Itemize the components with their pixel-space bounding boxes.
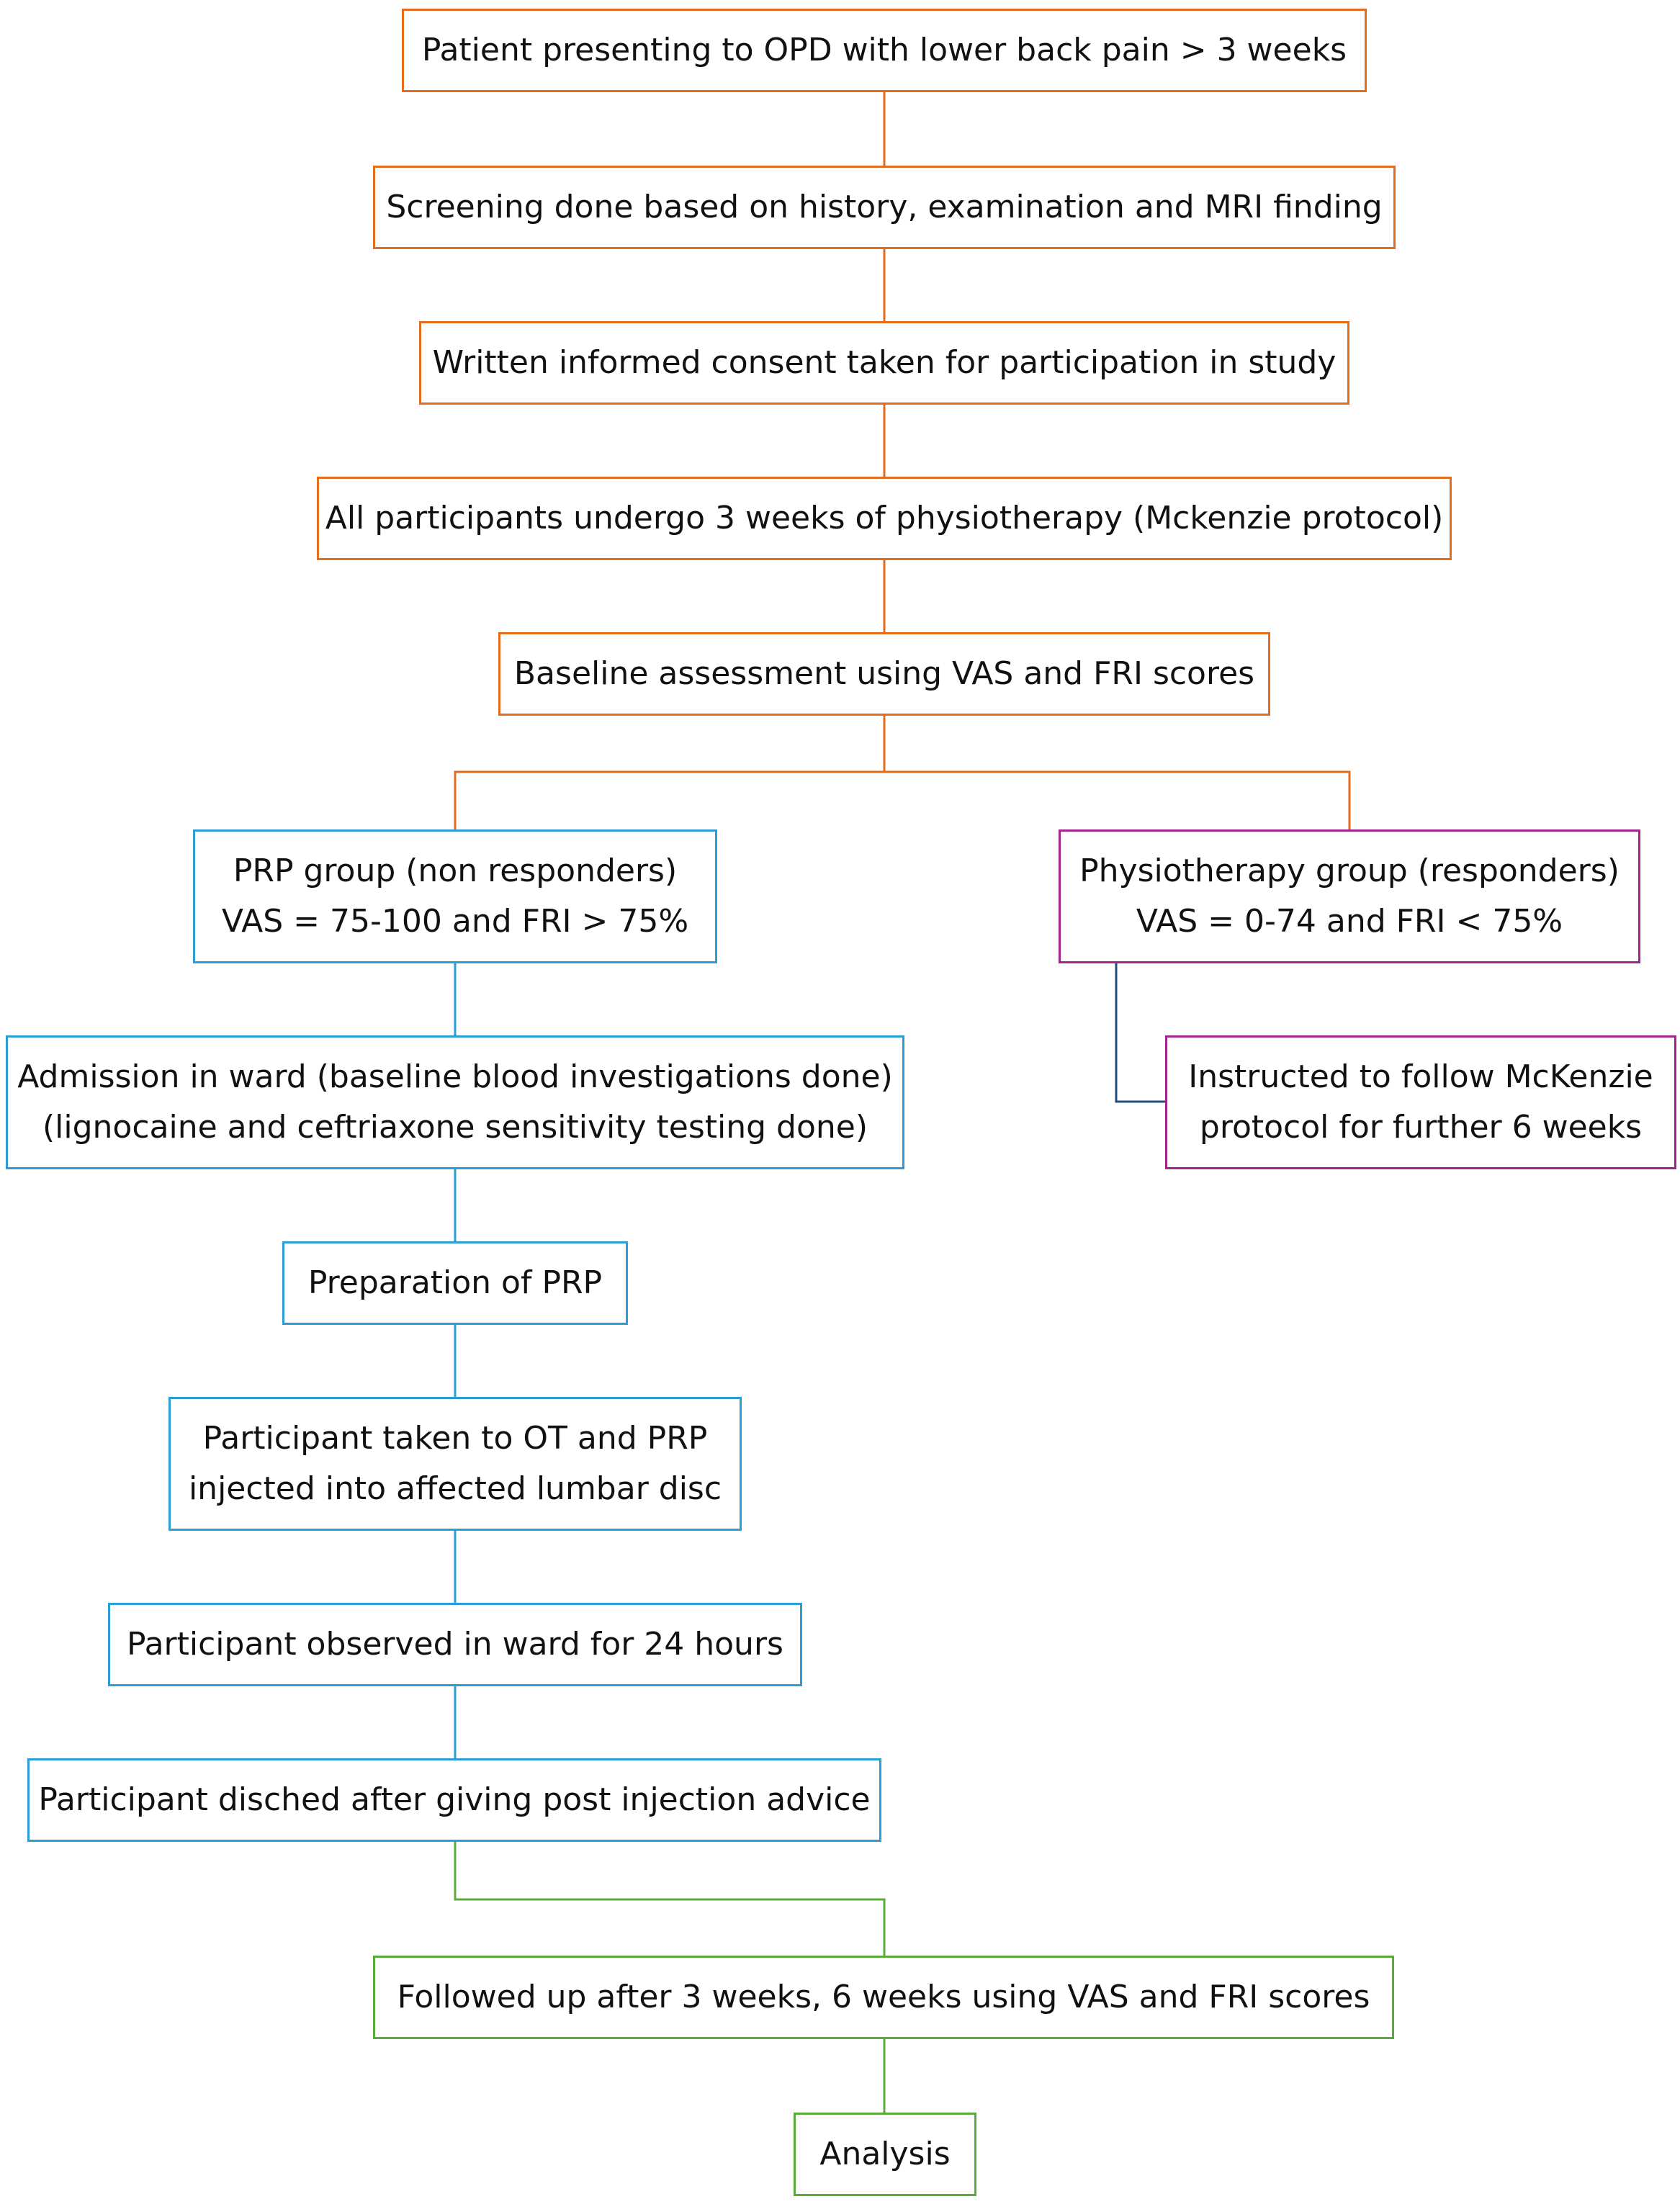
observation-text: Participant observed in ward for 24 hour… (127, 1626, 783, 1663)
physiotherapy-all-text: All participants undergo 3 weeks of phys… (325, 500, 1444, 536)
physiotherapy-all-box: All participants undergo 3 weeks of phys… (317, 477, 1452, 560)
analysis-box: Analysis (794, 2113, 976, 2196)
prp-injection-line2: injected into affected lumbar disc (188, 1470, 722, 1507)
mckenzie-instruction-line2: protocol for further 6 weeks (1199, 1109, 1643, 1146)
analysis-text: Analysis (819, 2136, 951, 2172)
mckenzie-instruction-box: Instructed to follow McKenzie protocol f… (1165, 1035, 1676, 1169)
consent-text: Written informed consent taken for parti… (432, 344, 1337, 381)
physio-group-criteria: VAS = 0-74 and FRI < 75% (1136, 903, 1563, 940)
prp-group-box: PRP group (non responders) VAS = 75-100 … (193, 829, 717, 963)
discharge-box: Participant disched after giving post in… (27, 1758, 881, 1842)
observation-box: Participant observed in ward for 24 hour… (108, 1603, 802, 1686)
follow-up-text: Followed up after 3 weeks, 6 weeks using… (397, 1979, 1370, 2015)
admission-box: Admission in ward (baseline blood invest… (6, 1035, 904, 1169)
physio-group-title: Physiotherapy group (responders) (1079, 853, 1620, 889)
connector-discharge-followup (454, 1842, 886, 1956)
consent-box: Written informed consent taken for parti… (419, 321, 1349, 405)
prp-group-criteria: VAS = 75-100 and FRI > 75% (221, 903, 689, 940)
baseline-assessment-box: Baseline assessment using VAS and FRI sc… (498, 632, 1270, 716)
prp-injection-line1: Participant taken to OT and PRP (202, 1420, 708, 1457)
connector-split-physio-group (884, 770, 1351, 829)
connector-baseline-split (454, 716, 886, 829)
patient-presenting-box: Patient presenting to OPD with lower bac… (402, 9, 1367, 92)
connector-physio-instruction (1115, 963, 1165, 1103)
prp-preparation-box: Preparation of PRP (282, 1241, 628, 1325)
prp-preparation-text: Preparation of PRP (307, 1264, 603, 1301)
follow-up-box: Followed up after 3 weeks, 6 weeks using… (373, 1956, 1394, 2039)
prp-group-title: PRP group (non responders) (233, 853, 678, 889)
baseline-assessment-text: Baseline assessment using VAS and FRI sc… (513, 655, 1255, 692)
patient-presenting-text: Patient presenting to OPD with lower bac… (421, 32, 1347, 68)
admission-line2: (lignocaine and ceftriaxone sensitivity … (42, 1109, 868, 1146)
admission-line1: Admission in ward (baseline blood invest… (17, 1058, 893, 1095)
discharge-text: Participant disched after giving post in… (38, 1781, 871, 1818)
prp-injection-box: Participant taken to OT and PRP injected… (169, 1397, 742, 1531)
screening-box: Screening done based on history, examina… (373, 166, 1396, 249)
mckenzie-instruction-line1: Instructed to follow McKenzie (1188, 1058, 1653, 1095)
screening-text: Screening done based on history, examina… (386, 189, 1383, 225)
physio-group-box: Physiotherapy group (responders) VAS = 0… (1059, 829, 1640, 963)
